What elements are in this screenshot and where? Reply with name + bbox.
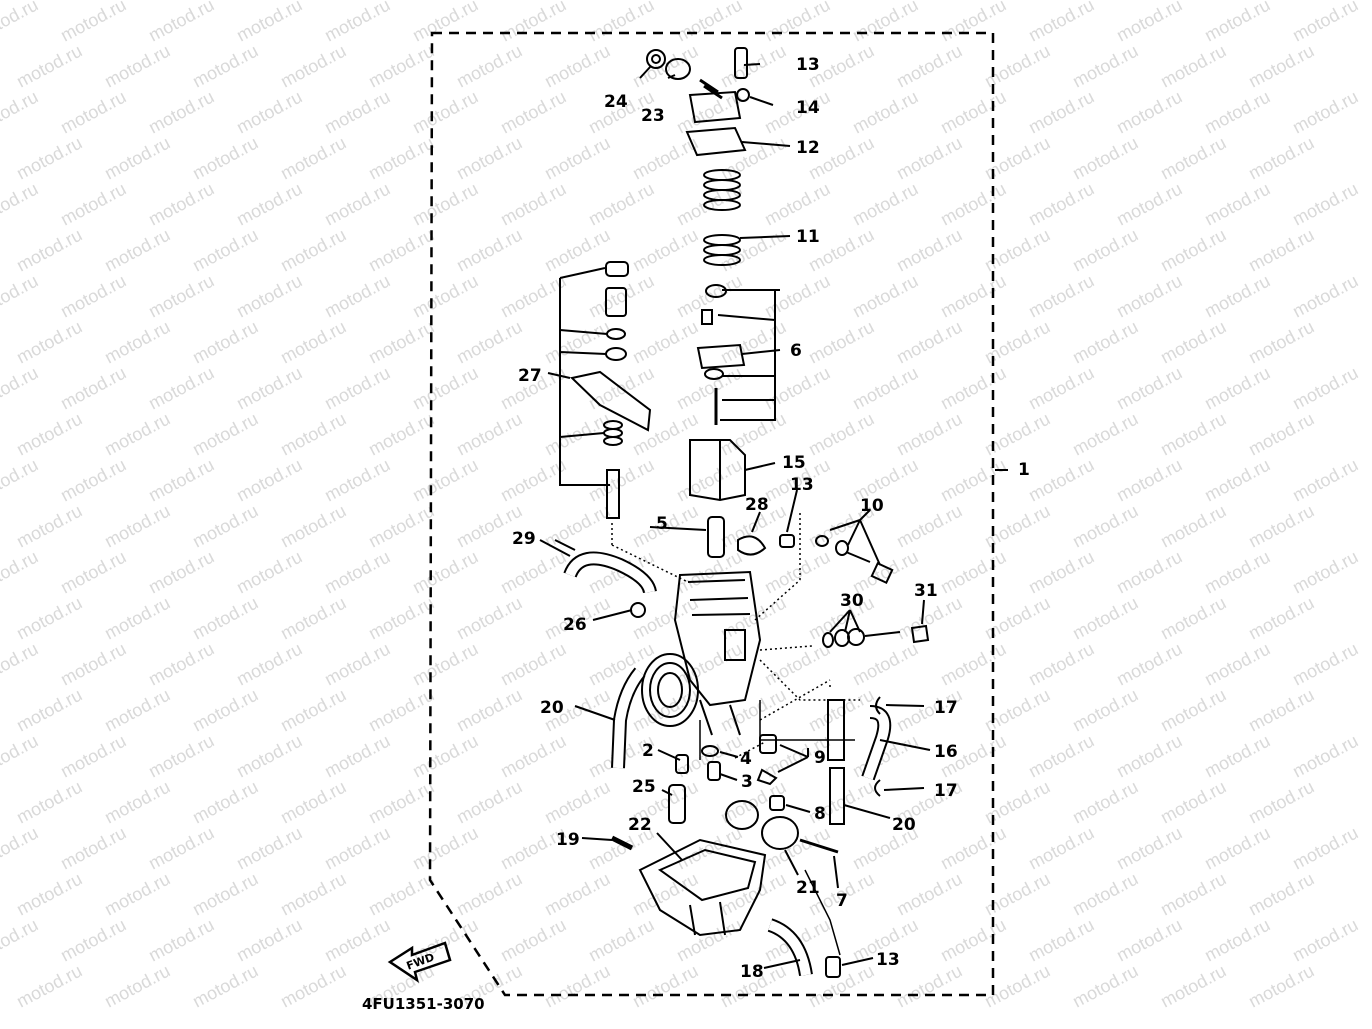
callout-16: 16 — [934, 742, 958, 762]
fwd-arrow-icon — [387, 941, 452, 983]
callout-9: 9 — [814, 748, 826, 768]
part-14-cover — [688, 90, 742, 124]
callout-17a: 17 — [934, 698, 958, 718]
callout-3: 3 — [741, 772, 753, 792]
part-15-throttle-valve — [689, 439, 746, 502]
part-30-screw-set — [822, 628, 901, 648]
part-27-jet — [605, 287, 627, 317]
callout-31: 31 — [914, 581, 938, 601]
part-17-clip-a — [875, 696, 881, 715]
part-2-jet — [675, 754, 689, 774]
part-25-tube — [668, 784, 686, 824]
part-8-screw — [769, 795, 785, 811]
callout-24: 24 — [604, 92, 628, 112]
callout-5: 5 — [656, 514, 668, 534]
part-31-cap — [910, 624, 930, 644]
callout-30: 30 — [840, 591, 864, 611]
part-3-jet — [707, 761, 721, 781]
part-4-washer — [701, 745, 719, 757]
part-7-pin — [799, 838, 839, 854]
callout-4: 4 — [740, 749, 752, 769]
callout-19: 19 — [556, 830, 580, 850]
callout-22: 22 — [628, 815, 652, 835]
part-5-tube — [707, 516, 725, 558]
callout-6: 6 — [790, 341, 802, 361]
part-23-cap — [665, 58, 691, 80]
callout-13c: 13 — [876, 950, 900, 970]
part-13c-screw — [825, 956, 841, 978]
callout-10: 10 — [860, 496, 884, 516]
callout-8: 8 — [814, 804, 826, 824]
part-17-clip-b — [874, 779, 881, 797]
callout-13b: 13 — [790, 475, 814, 495]
callout-29: 29 — [512, 529, 536, 549]
callout-1: 1 — [1018, 460, 1030, 480]
part-19-screw — [610, 835, 634, 851]
part-13-screw — [734, 47, 748, 79]
callout-11: 11 — [796, 227, 820, 247]
part-27-spring — [603, 420, 623, 446]
callout-15: 15 — [782, 453, 806, 473]
callout-13: 13 — [796, 55, 820, 75]
assembly-boundary — [428, 31, 995, 997]
part-28-clip — [737, 535, 767, 556]
callout-20b: 20 — [892, 815, 916, 835]
part-20b-hose — [829, 767, 845, 825]
callout-26: 26 — [563, 615, 587, 635]
part-12-gasket — [685, 126, 747, 157]
part-22-float-bowl — [638, 838, 767, 937]
part-10-screw-set — [815, 535, 894, 585]
callout-7: 7 — [836, 891, 848, 911]
callout-2: 2 — [642, 741, 654, 761]
callout-27: 27 — [518, 366, 542, 386]
part-11-spring — [703, 169, 741, 266]
callout-18: 18 — [740, 962, 764, 982]
diagram-code: 4FU1351-3070 — [362, 995, 485, 1013]
callout-20a: 20 — [540, 698, 564, 718]
callout-12: 12 — [796, 138, 820, 158]
carburetor-body — [641, 570, 762, 736]
callout-21: 21 — [796, 878, 820, 898]
callout-28: 28 — [745, 495, 769, 515]
part-21-float-a — [725, 800, 759, 830]
callout-14: 14 — [796, 98, 820, 118]
callout-17b: 17 — [934, 781, 958, 801]
callout-23: 23 — [641, 106, 665, 126]
part-21-float-b — [761, 816, 799, 850]
part-26-screw — [630, 602, 646, 618]
part-27-lever — [569, 370, 652, 432]
part-24-nut — [646, 49, 666, 69]
part-6-holder — [696, 343, 746, 370]
callout-25: 25 — [632, 777, 656, 797]
part-9-jet — [759, 734, 777, 754]
